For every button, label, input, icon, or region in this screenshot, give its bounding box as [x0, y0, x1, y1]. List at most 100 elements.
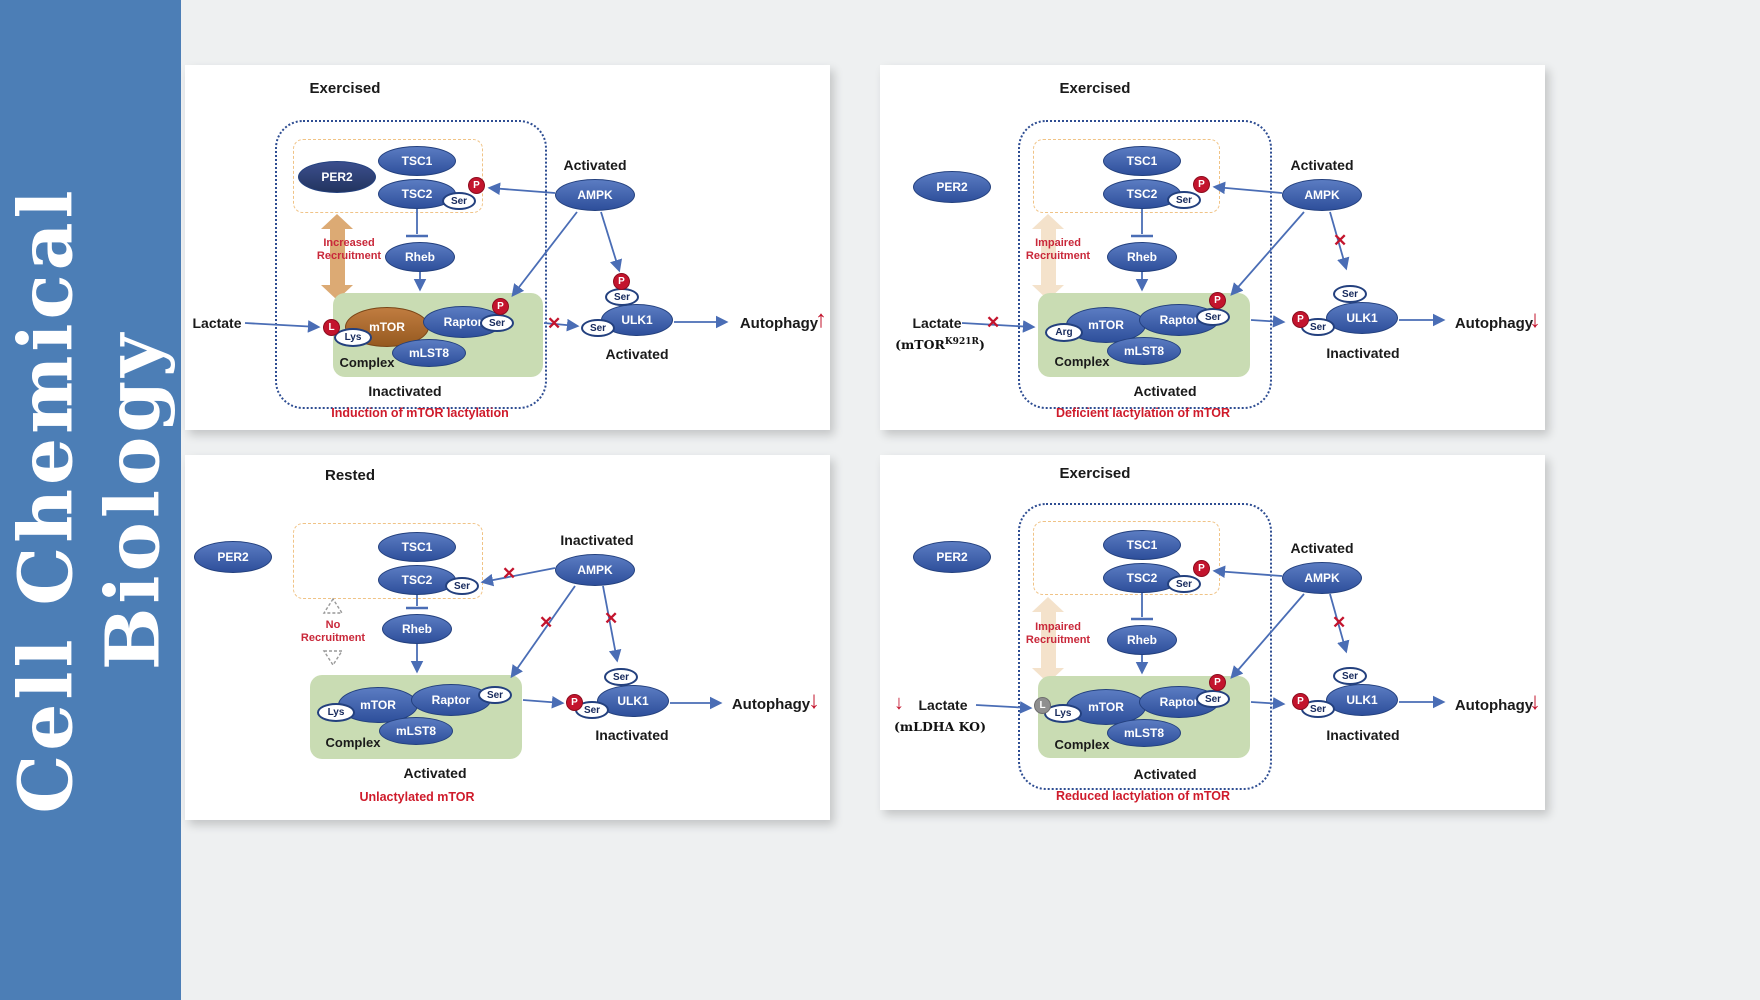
blocked-x-icon: ✕ [986, 313, 1001, 332]
ampk-ellipse: AMPK [1282, 179, 1362, 211]
tsc1-ellipse: TSC1 [1103, 530, 1181, 560]
journal-banner: Cell Chemical Biology [0, 0, 181, 1000]
phospho-badge-ulk1: P [1292, 311, 1309, 328]
ser-site: Ser [442, 192, 476, 210]
ampk-state-label: Activated [1290, 540, 1354, 556]
blocked-x-icon: ✕ [547, 314, 562, 333]
raptor-ellipse: Raptor [411, 684, 491, 716]
per2-recruitment-zone [293, 523, 483, 599]
lactyl-badge: L [1034, 697, 1051, 714]
complex-label: Complex [1054, 354, 1110, 369]
phospho-badge-complex: P [1209, 292, 1226, 309]
mlst8-ellipse: mLST8 [1107, 719, 1181, 747]
lactate-label: Lactate [192, 315, 242, 331]
ulk1-ellipse: ULK1 [597, 685, 669, 717]
ampk-state-label: Inactivated [560, 532, 634, 548]
per2-ellipse: PER2 [194, 541, 272, 573]
pathway-wires [322, 567, 723, 710]
panel-induction: Exercised PER2 TSC1 TSC2 Ser P Activated… [185, 65, 830, 430]
tsc1-ellipse: TSC1 [378, 532, 456, 562]
panel-title: Rested [324, 467, 376, 484]
panel-caption: Deficient lactylation of mTOR [1055, 406, 1231, 420]
exercise-boundary [1018, 120, 1272, 409]
mlst8-ellipse: mLST8 [379, 717, 453, 745]
phospho-badge-ulk1: P [566, 694, 583, 711]
ampk-ellipse: AMPK [555, 179, 635, 211]
lactate-decrease-icon: ↓ [894, 692, 904, 714]
ulk1-state-label: Activated [605, 346, 669, 362]
tsc1-ellipse: TSC1 [378, 146, 456, 176]
ser-site: Ser [1167, 575, 1201, 593]
autophagy-label: Autophagy [1454, 697, 1534, 714]
complex-label: Complex [1054, 737, 1110, 752]
ser-site: Ser [1167, 191, 1201, 209]
autophagy-down-icon: ↓ [1529, 688, 1541, 715]
phospho-badge-complex: P [492, 298, 509, 315]
lactate-label: Lactate [918, 697, 968, 713]
ampk-ellipse: AMPK [1282, 562, 1362, 594]
panel-reduced: Exercised PER2 TSC1 TSC2 Ser P Activated… [880, 455, 1545, 810]
ampk-state-label: Activated [1290, 157, 1354, 173]
pathway-wires [961, 181, 1446, 333]
ser-site-ulk1-top: Ser [604, 668, 638, 686]
ser-site-complex: Ser [480, 314, 514, 332]
per2-recruitment-zone [1033, 139, 1220, 213]
panel-title: Exercised [309, 80, 381, 97]
mtor-ellipse: mTOR [1066, 689, 1146, 725]
per2-ellipse: PER2 [298, 161, 376, 193]
per2-recruitment-zone [1033, 521, 1220, 595]
ulk1-state-label: Inactivated [595, 727, 669, 743]
tsc2-ellipse: TSC2 [1103, 563, 1181, 593]
mutant-label: (mTORK921R) [895, 337, 985, 353]
tsc2-ellipse: TSC2 [378, 565, 456, 595]
journal-title-line2: Biology [90, 329, 177, 671]
panel-deficient: Exercised PER2 TSC1 TSC2 Ser P Activated… [880, 65, 1545, 430]
blocked-x-icon: ✕ [604, 609, 619, 628]
panel-caption: Reduced lactylation of mTOR [1055, 789, 1231, 803]
phospho-badge: P [1193, 560, 1210, 577]
autophagy-down-icon: ↓ [808, 687, 820, 714]
journal-title: Cell Chemical Biology [3, 186, 178, 813]
ampk-ellipse: AMPK [555, 554, 635, 586]
complex-state-label: Activated [403, 765, 467, 781]
phospho-badge: P [1193, 176, 1210, 193]
autophagy-label: Autophagy [1454, 315, 1534, 332]
ulk1-ellipse: ULK1 [1326, 684, 1398, 716]
lactyl-badge: L [323, 319, 340, 336]
ser-site-complex: Ser [1196, 308, 1230, 326]
panel-title: Exercised [1059, 465, 1131, 482]
exercise-boundary [275, 120, 547, 409]
raptor-ellipse: Raptor [1139, 686, 1219, 718]
blocked-x-icon: ✕ [1333, 231, 1348, 250]
rheb-ellipse: Rheb [385, 242, 455, 272]
ulk1-state-label: Inactivated [1326, 727, 1400, 743]
tsc1-ellipse: TSC1 [1103, 146, 1181, 176]
arg-site: Arg [1045, 323, 1083, 342]
ser-site-ulk1-left: Ser [581, 319, 615, 337]
autophagy-down-icon: ↓ [1529, 306, 1541, 333]
phospho-badge-ulk1: P [613, 273, 630, 290]
ser-site-complex: Ser [1196, 690, 1230, 708]
blocked-x-icon: ✕ [502, 564, 517, 583]
complex-label: Complex [339, 355, 395, 370]
ser-site-complex: Ser [478, 686, 512, 704]
phospho-badge-complex: P [1209, 674, 1226, 691]
exercise-boundary [1018, 503, 1272, 790]
panel-caption: Unlactylated mTOR [359, 790, 475, 804]
phospho-badge: P [468, 177, 485, 194]
blocked-x-icon: ✕ [539, 613, 554, 632]
pathway-wires [244, 182, 729, 333]
ulk1-ellipse: ULK1 [1326, 302, 1398, 334]
rheb-ellipse: Rheb [1107, 625, 1177, 655]
panel-caption: Induction of mTOR lactylation [331, 406, 509, 420]
complex-state-label: Activated [1133, 766, 1197, 782]
ampk-state-label: Activated [563, 157, 627, 173]
autophagy-up-icon: ↑ [815, 306, 827, 333]
phospho-badge-ulk1: P [1292, 693, 1309, 710]
pathway-wires [975, 565, 1446, 714]
rheb-ellipse: Rheb [1107, 242, 1177, 272]
ser-site-ulk1-top: Ser [1333, 285, 1367, 303]
